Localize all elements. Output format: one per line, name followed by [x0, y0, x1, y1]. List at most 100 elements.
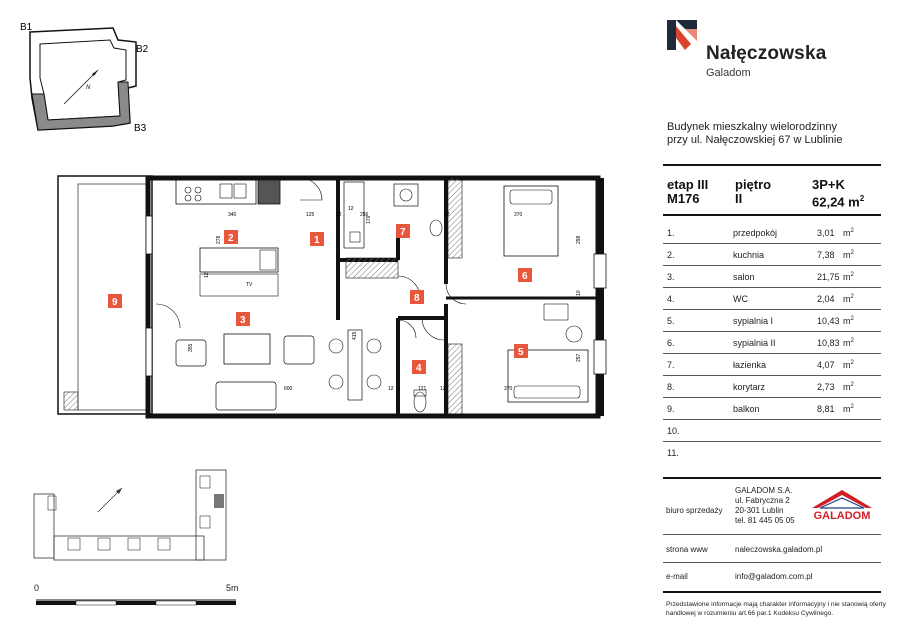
divider: [663, 562, 881, 563]
sales-office-address: GALADOM S.A. ul. Fabryczna 2 20-301 Lubl…: [735, 486, 795, 525]
divider: [663, 243, 881, 244]
divider: [663, 331, 881, 332]
galadom-logo-icon: GALADOM: [812, 490, 872, 522]
room-marker-5: 5: [514, 344, 528, 358]
www-label: strona www: [666, 545, 708, 554]
sales-office-label: biuro sprzedaży: [666, 506, 723, 515]
svg-text:3: 3: [240, 315, 246, 326]
divider: [663, 375, 881, 376]
brand-logo-icon: [667, 20, 697, 50]
floor-plan: TV 340 125 256 370 12 12 12 176 278 298: [57, 175, 607, 419]
tv-label: TV: [246, 282, 253, 288]
room-marker-3: 3: [236, 312, 250, 326]
divider: [663, 477, 881, 479]
dim-256: 256: [360, 212, 369, 218]
site-plan: [33, 469, 227, 561]
balcony-outline: [57, 175, 153, 415]
building-line-2: przy ul. Nałęczowskiej 67 w Lublinie: [667, 134, 843, 146]
email-label: e-mail: [666, 572, 688, 581]
scale-start: 0: [34, 583, 40, 593]
svg-text:5: 5: [518, 347, 524, 358]
dim-340: 340: [228, 212, 237, 218]
dim-12-f: 12: [204, 272, 210, 278]
dim-370-bottom: 370: [504, 386, 513, 392]
room-row: 11.: [667, 448, 679, 458]
room-marker-4: 4: [412, 360, 426, 374]
svg-text:6: 6: [522, 271, 528, 282]
brand-name: Nałęczowska: [706, 43, 827, 64]
north-label: N: [86, 85, 91, 91]
galadom-logo-text: GALADOM: [814, 510, 871, 522]
building-description: Budynek mieszkalny wielorodzinny przy ul…: [667, 121, 842, 147]
www-link[interactable]: naleczowska.galadom.pl: [735, 545, 823, 554]
dim-12-d: 12: [388, 386, 394, 392]
divider: [663, 287, 881, 288]
dim-176: 176: [366, 215, 372, 224]
dim-12-a: 12: [336, 212, 342, 218]
room-marker-8: 8: [410, 290, 424, 304]
svg-text:1: 1: [314, 235, 320, 246]
building-line-1: Budynek mieszkalny wielorodzinny: [667, 121, 837, 133]
svg-text:8: 8: [414, 293, 420, 304]
room-marker-7: 7: [396, 224, 410, 238]
unit-code: M176: [667, 191, 700, 206]
room-marker-9: 9: [108, 294, 122, 308]
email-link[interactable]: info@galadom.com.pl: [735, 572, 813, 581]
total-area-unit-sup: 2: [859, 194, 865, 203]
etap-label: etap III: [667, 177, 709, 192]
divider: [663, 419, 881, 420]
total-area-value: 62,24: [812, 194, 845, 210]
dim-298: 298: [576, 235, 582, 244]
dim-297: 297: [576, 353, 582, 362]
divider: [663, 397, 881, 398]
dim-600: 600: [284, 386, 293, 392]
dim-370-top: 370: [514, 212, 523, 218]
svg-text:7: 7: [400, 227, 406, 238]
scale-bar: [36, 599, 236, 606]
divider: [663, 164, 881, 166]
floor-value: II: [735, 191, 743, 206]
total-area-unit: m: [848, 194, 860, 210]
dim-121: 121: [418, 386, 427, 392]
dim-415: 415: [352, 331, 358, 340]
divider: [663, 591, 881, 593]
scale-end: 5m: [226, 583, 239, 593]
divider: [663, 214, 881, 216]
unit-type: 3P+K: [812, 177, 845, 192]
room-row: 10.: [667, 426, 680, 436]
dim-125: 125: [306, 212, 315, 218]
dim-12-c: 12: [348, 206, 354, 212]
dim-10: 10: [576, 290, 582, 296]
dim-12-e: 12: [440, 386, 446, 392]
divider: [663, 265, 881, 266]
dim-12-b: 12: [444, 212, 450, 218]
room-marker-1: 1: [310, 232, 324, 246]
key-plan-label-b2: B2: [136, 44, 149, 55]
divider: [663, 353, 881, 354]
key-plan-label-b1: B1: [20, 22, 33, 33]
floor-label: piętro: [735, 177, 772, 192]
dim-355: 355: [188, 343, 194, 352]
svg-text:4: 4: [416, 363, 422, 374]
divider: [663, 534, 881, 535]
divider: [663, 441, 881, 442]
room-marker-2: 2: [224, 230, 238, 244]
svg-text:2: 2: [228, 233, 234, 244]
brand-subtitle: Galadom: [706, 67, 751, 79]
disclaimer: Przedstawione informacje mają charakter …: [666, 601, 886, 617]
dim-278: 278: [216, 235, 222, 244]
svg-text:9: 9: [112, 297, 118, 308]
room-marker-6: 6: [518, 268, 532, 282]
key-plan: N B1 B2 B3: [20, 22, 149, 134]
unit-total-area: 62,24 m2: [812, 192, 864, 209]
divider: [663, 309, 881, 310]
